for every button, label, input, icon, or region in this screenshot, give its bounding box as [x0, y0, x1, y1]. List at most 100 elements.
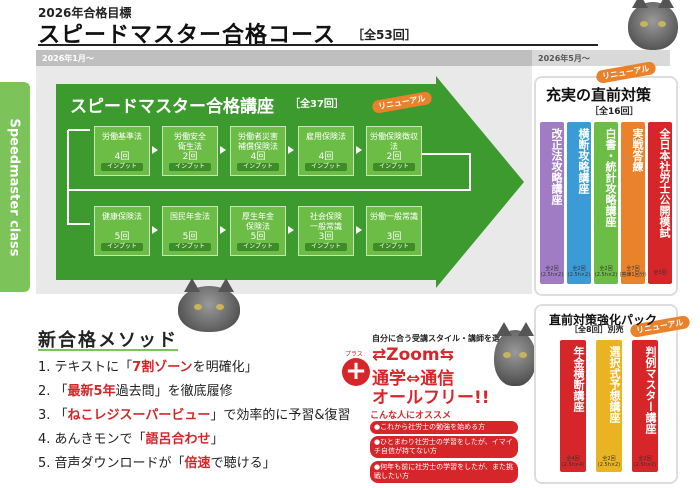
course-card-name: 国民年金法 [170, 212, 210, 221]
cat-image-top [628, 0, 678, 50]
timeline-start-label: 2026年1月〜 [42, 54, 94, 63]
total-sessions-badge: ［全53回］ [352, 28, 417, 42]
recommend-item: ●何年も前に社労士の学習をしたが、また挑戦したい方 [370, 461, 518, 483]
input-tag: インプット [237, 163, 279, 171]
course-card-count: 5回 [250, 232, 266, 242]
method-item-highlight: ねこレジスーパービュー [67, 408, 211, 423]
course-flow-path [67, 129, 471, 225]
method-item: 5. 音声ダウンロードが「倍速で聴ける」 [38, 452, 276, 471]
course-card-count: 3回 [386, 232, 402, 242]
pack-card-selection-prediction: 選択式予想講座 [596, 340, 622, 472]
timeline-mid-label: 2026年5月〜 [538, 54, 590, 63]
chevron-right-icon [220, 146, 226, 154]
method-item-text: 5. 音声ダウンロードが「 [38, 456, 185, 471]
main-course-title: スピードマスター合格講座 [70, 97, 274, 117]
input-tag: インプット [373, 163, 415, 171]
input-tag: インプット [101, 163, 143, 171]
title-underline [38, 44, 598, 46]
method-item-text: 過去問」を徹底履修 [115, 384, 233, 399]
method-item-highlight: 7割ゾーン [132, 360, 193, 375]
sidebar-tab [0, 82, 30, 292]
pack-card-foot: 全2回 (2.5h×2) [597, 456, 621, 468]
chevron-right-icon [220, 226, 226, 234]
input-tag: インプット [101, 243, 143, 251]
input-tag: インプット [169, 243, 211, 251]
course-card-count: 4回 [318, 152, 334, 162]
course-card-name: 社会保険 一般常識 [310, 212, 342, 231]
plus-label: プラス [345, 351, 363, 358]
course-card-count: 5回 [182, 232, 198, 242]
style-line-zoom: ⇄Zoom⇆ [372, 345, 454, 365]
chevron-right-icon [356, 226, 362, 234]
input-tag: インプット [305, 163, 347, 171]
course-card-count: 4回 [250, 152, 266, 162]
method-underline [38, 349, 178, 351]
course-card-health-insurance: 健康保険法 5回 インプット [94, 206, 150, 256]
direct-card-mock-exam: 全日本社労士公開模試 [648, 122, 672, 284]
target-year-label: 2026年合格目標 [38, 6, 132, 20]
pack-card-foot: 全2回 (2.5h×2) [633, 456, 657, 468]
cat-image-bottom [494, 322, 536, 386]
course-card-count: 2回 [386, 152, 402, 162]
pack-card-foot: 全4回 (2.5h×4) [561, 456, 585, 468]
sidebar-label: Speedmaster class [6, 118, 22, 257]
direct-card-foot: 全7回 (答練1回分) [619, 266, 647, 278]
method-item-highlight: 語呂合わせ [145, 432, 211, 447]
plus-icon: + [342, 358, 370, 386]
method-item-text: 」で効率的に予習&復習 [210, 408, 351, 423]
method-item-highlight: 倍速 [184, 456, 211, 471]
input-tag: インプット [237, 243, 279, 251]
course-card-count: 2回 [182, 152, 198, 162]
direct-card-practice: 実戦答練 [621, 122, 645, 284]
method-item-text: 3. 「 [38, 408, 68, 423]
course-card-name: 労働一般常識 [370, 212, 418, 221]
method-item: 2. 「最新5年過去問」を徹底履修 [38, 380, 233, 399]
pack-count: ［全8回］別売 [570, 325, 624, 334]
direct-course-title: 充実の直前対策 [546, 86, 652, 104]
method-title: 新合格メソッド [38, 330, 178, 351]
method-item-text: 2. 「 [38, 384, 68, 399]
pack-title: 直前対策強化パック [549, 313, 658, 327]
course-card-safety-health: 労働安全 衛生法 2回 インプット [162, 126, 218, 176]
chevron-right-icon [356, 146, 362, 154]
main-course-count: ［全37回］ [290, 99, 344, 110]
style-subtitle: 自分に合う受講スタイル・講師を選べる! [372, 334, 520, 343]
course-card-workers-compensation: 労働者災害 補償保険法 4回 インプット [230, 126, 286, 176]
direct-card-foot: 全2回 (2.5h×2) [540, 266, 564, 278]
method-item-text: 1. テキストに「 [38, 360, 133, 375]
direct-card-cross: 横断攻略講座 [567, 122, 591, 284]
timeline-bar-late [532, 50, 670, 66]
pack-card-pension-cross: 年金横断講座 [560, 340, 586, 472]
method-item-text: を明確化」 [192, 360, 258, 375]
chevron-right-icon [152, 146, 158, 154]
chevron-right-icon [288, 226, 294, 234]
course-card-name: 労働者災害 補償保険法 [238, 132, 278, 151]
input-tag: インプット [305, 243, 347, 251]
course-card-name: 雇用保険法 [306, 132, 346, 141]
chevron-right-icon [288, 146, 294, 154]
style-line-mode: 通学⇔通信 [372, 369, 455, 389]
style-line-free: オールフリー!! [372, 388, 490, 408]
course-card-welfare-pension: 厚生年金 保険法 5回 インプット [230, 206, 286, 256]
course-card-count: 5回 [114, 232, 130, 242]
method-item: 1. テキストに「7割ゾーンを明確化」 [38, 356, 258, 375]
method-item: 3. 「ねこレジスーパービュー」で効率的に予習&復習 [38, 404, 351, 423]
method-item-text: で聴ける」 [210, 456, 276, 471]
page-title: スピードマスター合格コース [38, 23, 336, 48]
course-card-national-pension: 国民年金法 5回 インプット [162, 206, 218, 256]
input-tag: インプット [373, 243, 415, 251]
direct-card-foot: 全2回 (2.5h×2) [594, 266, 618, 278]
course-card-labor-standards: 労働基準法 4回 インプット [94, 126, 150, 176]
recommend-item: ●これから社労士の勉強を始める方 [370, 421, 518, 434]
cat-image-middle [178, 278, 240, 332]
course-card-social-insurance-general: 社会保険 一般常識 3回 インプット [298, 206, 354, 256]
timeline-bar [36, 50, 532, 66]
course-card-labor-general: 労働一般常識 3回 インプット [366, 206, 422, 256]
pack-card-case-master: 判例マスター講座 [632, 340, 658, 472]
direct-course-count: ［全16回］ [590, 107, 639, 117]
course-card-name: 労働保険徴収法 [370, 132, 418, 151]
direct-card-revision: 改正法攻略講座 [540, 122, 564, 284]
method-item-highlight: 最新5年 [67, 384, 116, 399]
course-card-count: 4回 [114, 152, 130, 162]
course-card-name: 厚生年金 保険法 [242, 212, 274, 231]
